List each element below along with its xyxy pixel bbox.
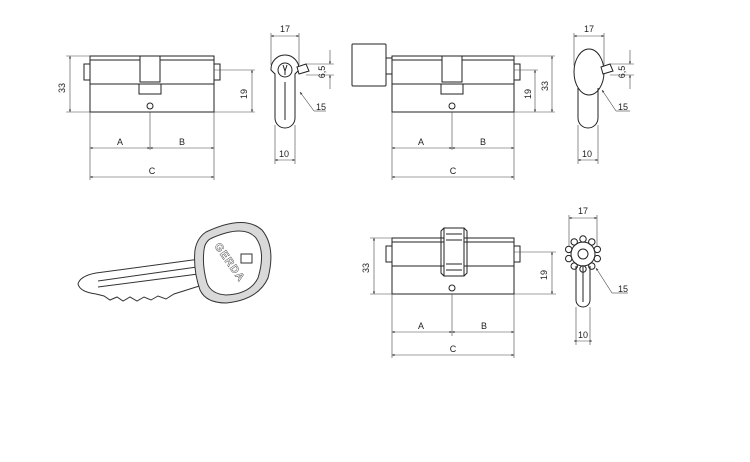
drawing-2-cylinder-side-view: 19 33 A B C	[351, 43, 555, 180]
dim-radius-label: 15	[618, 284, 628, 294]
dim-width-label: 17	[584, 24, 594, 34]
dim-cam-offset-label: 19	[523, 89, 533, 99]
drawing-3-cylinder-side-view: 33 19 A B C	[361, 227, 556, 358]
dim-c-label: C	[450, 344, 457, 354]
dim-height-label: 33	[57, 83, 67, 93]
dim-a-label: A	[117, 137, 123, 147]
dim-radius-label: 15	[618, 102, 628, 112]
drawing-1-cylinder-side-view: 33 19 A B C	[57, 55, 255, 180]
dim-a-label: A	[418, 321, 424, 331]
dim-radius-label: 15	[316, 102, 326, 112]
dim-b-label: B	[179, 137, 185, 147]
drawing-1-cylinder-end-view: 17 6,5 15 10	[270, 24, 334, 164]
dim-cam-offset-label: 19	[539, 270, 549, 280]
key-illustration: GERDA	[77, 222, 272, 304]
dim-cam-height-label: 6,5	[617, 66, 627, 79]
drawing-2-cylinder-end-view: 17 6,5 15 10	[573, 24, 634, 164]
dim-a-label: A	[418, 137, 424, 147]
gear-tooth	[579, 235, 587, 243]
dim-width-label: 17	[280, 24, 290, 34]
dim-cam-height-label: 6,5	[317, 66, 327, 79]
dim-b-label: B	[480, 137, 486, 147]
dim-width-label: 17	[578, 206, 588, 216]
dim-height-label: 33	[540, 81, 550, 91]
dim-cam-offset-label: 19	[239, 89, 249, 99]
gear-tooth	[588, 238, 596, 246]
drawing-3-cylinder-end-view: 17 15 10	[565, 206, 628, 345]
dim-profile-width-label: 10	[582, 149, 592, 159]
dim-profile-width-label: 10	[578, 330, 588, 340]
dim-b-label: B	[481, 321, 487, 331]
dim-c-label: C	[149, 166, 156, 176]
dim-c-label: C	[450, 166, 457, 176]
dim-profile-width-label: 10	[279, 149, 289, 159]
dim-height-label: 33	[361, 263, 371, 273]
gear-tooth	[570, 238, 578, 246]
